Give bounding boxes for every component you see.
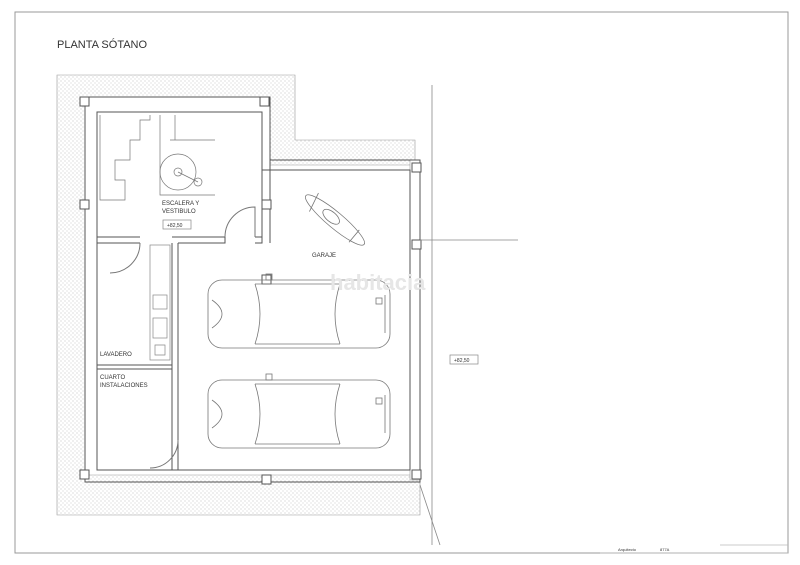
room-label-garaje: GARAJE <box>312 253 336 259</box>
staircase <box>99 115 215 201</box>
title-block-code: 877A <box>660 547 670 552</box>
site-boundary <box>419 85 518 546</box>
level-box-interior <box>162 219 192 230</box>
level-exterior: +82,50 <box>454 358 470 364</box>
columns <box>79 96 422 485</box>
room-label-instalaciones: INSTALACIONES <box>100 383 148 389</box>
motorcycle-icon <box>305 192 365 246</box>
car-1-icon <box>207 273 391 349</box>
title-block-label: Arquitecto <box>618 547 637 552</box>
room-label-lavadero: LAVADERO <box>100 352 132 358</box>
watermark: habitacia <box>330 270 426 295</box>
level-interior: +82,50 <box>167 223 183 229</box>
laundry-fixtures <box>149 244 171 361</box>
room-label-cuarto: CUARTO <box>100 375 125 381</box>
car-2-icon <box>207 373 391 449</box>
plan-title: PLANTA SÓTANO <box>57 38 148 51</box>
drawing-frame <box>14 11 789 554</box>
earth-hatch <box>56 74 421 516</box>
room-label-escalera: ESCALERA Y <box>162 201 199 207</box>
level-box-exterior <box>449 354 479 365</box>
room-label-vestibulo: VESTIBULO <box>162 209 196 215</box>
title-block <box>600 544 788 554</box>
